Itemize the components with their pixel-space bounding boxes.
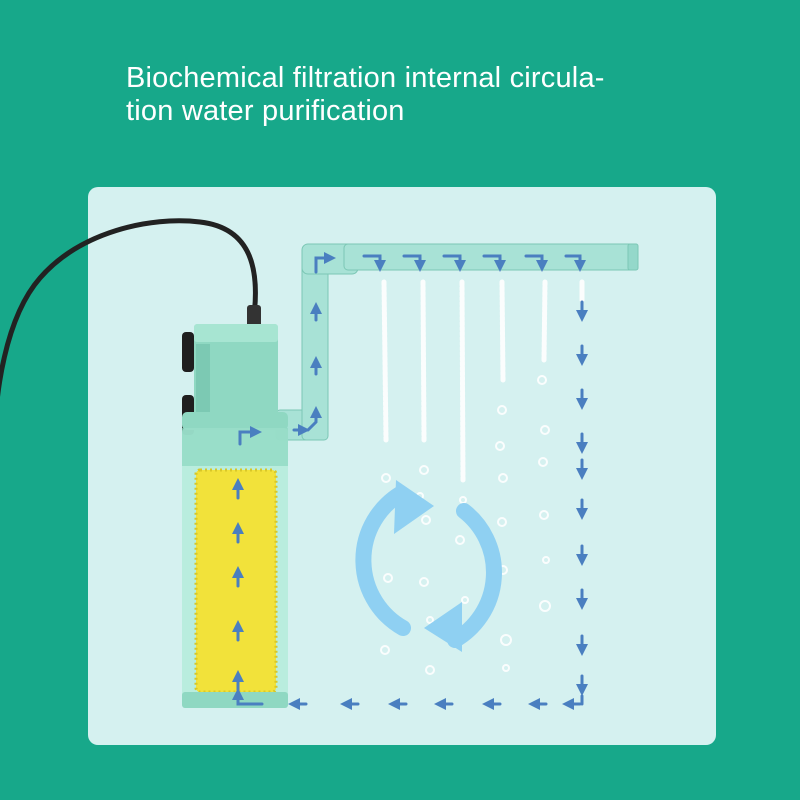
output-pipe bbox=[275, 243, 639, 441]
flow-arrow-icon bbox=[232, 688, 584, 710]
power-cord bbox=[0, 218, 258, 399]
aquarium-filter-icon bbox=[182, 324, 288, 708]
headline: Biochemical filtration internal circula-… bbox=[126, 62, 686, 128]
headline-line-1: Biochemical filtration internal circula- bbox=[126, 62, 605, 94]
suction-cup-icon bbox=[182, 332, 194, 372]
headline-line-2: tion water purification bbox=[126, 95, 405, 127]
circulation-cycle-icon bbox=[355, 480, 502, 652]
bubbles bbox=[376, 375, 551, 675]
flow-arrow-icon bbox=[362, 254, 586, 272]
flow-arrow-icon bbox=[238, 252, 336, 446]
water-streams bbox=[381, 279, 585, 483]
